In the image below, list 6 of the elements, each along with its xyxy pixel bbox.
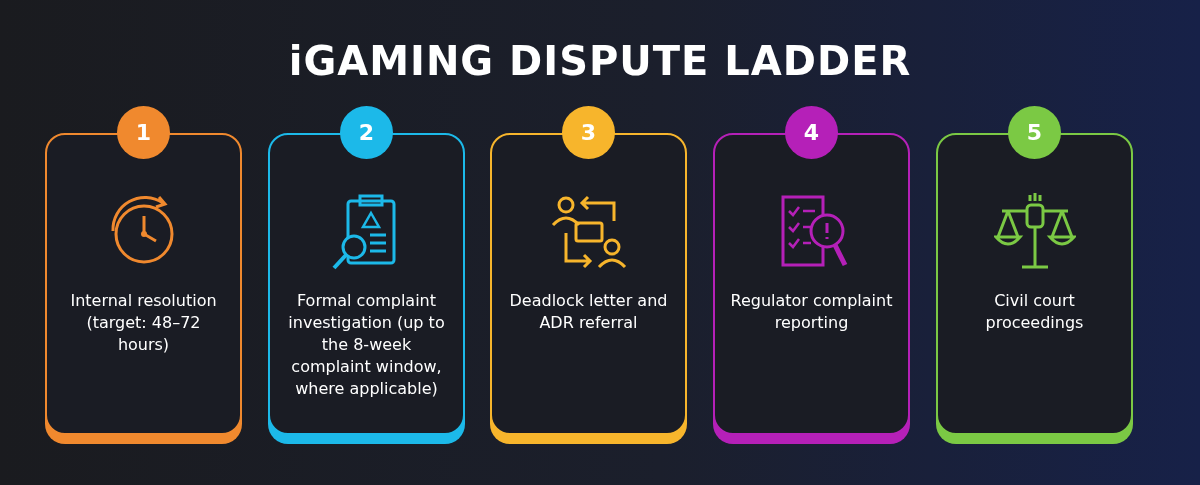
step-description: Internal resolution (target: 48–72 hours) [69, 290, 218, 356]
step-description: Regulator complaint reporting [729, 290, 894, 334]
step-description: Deadlock letter and ADR referral [508, 290, 669, 334]
step-description: Civil court proceedings [984, 290, 1085, 334]
step-description: Formal complaint investigation (up to the 8-week complaint window, where applicable) [287, 290, 446, 400]
title: iGAMING DISPUTE LADDER [287, 38, 913, 84]
